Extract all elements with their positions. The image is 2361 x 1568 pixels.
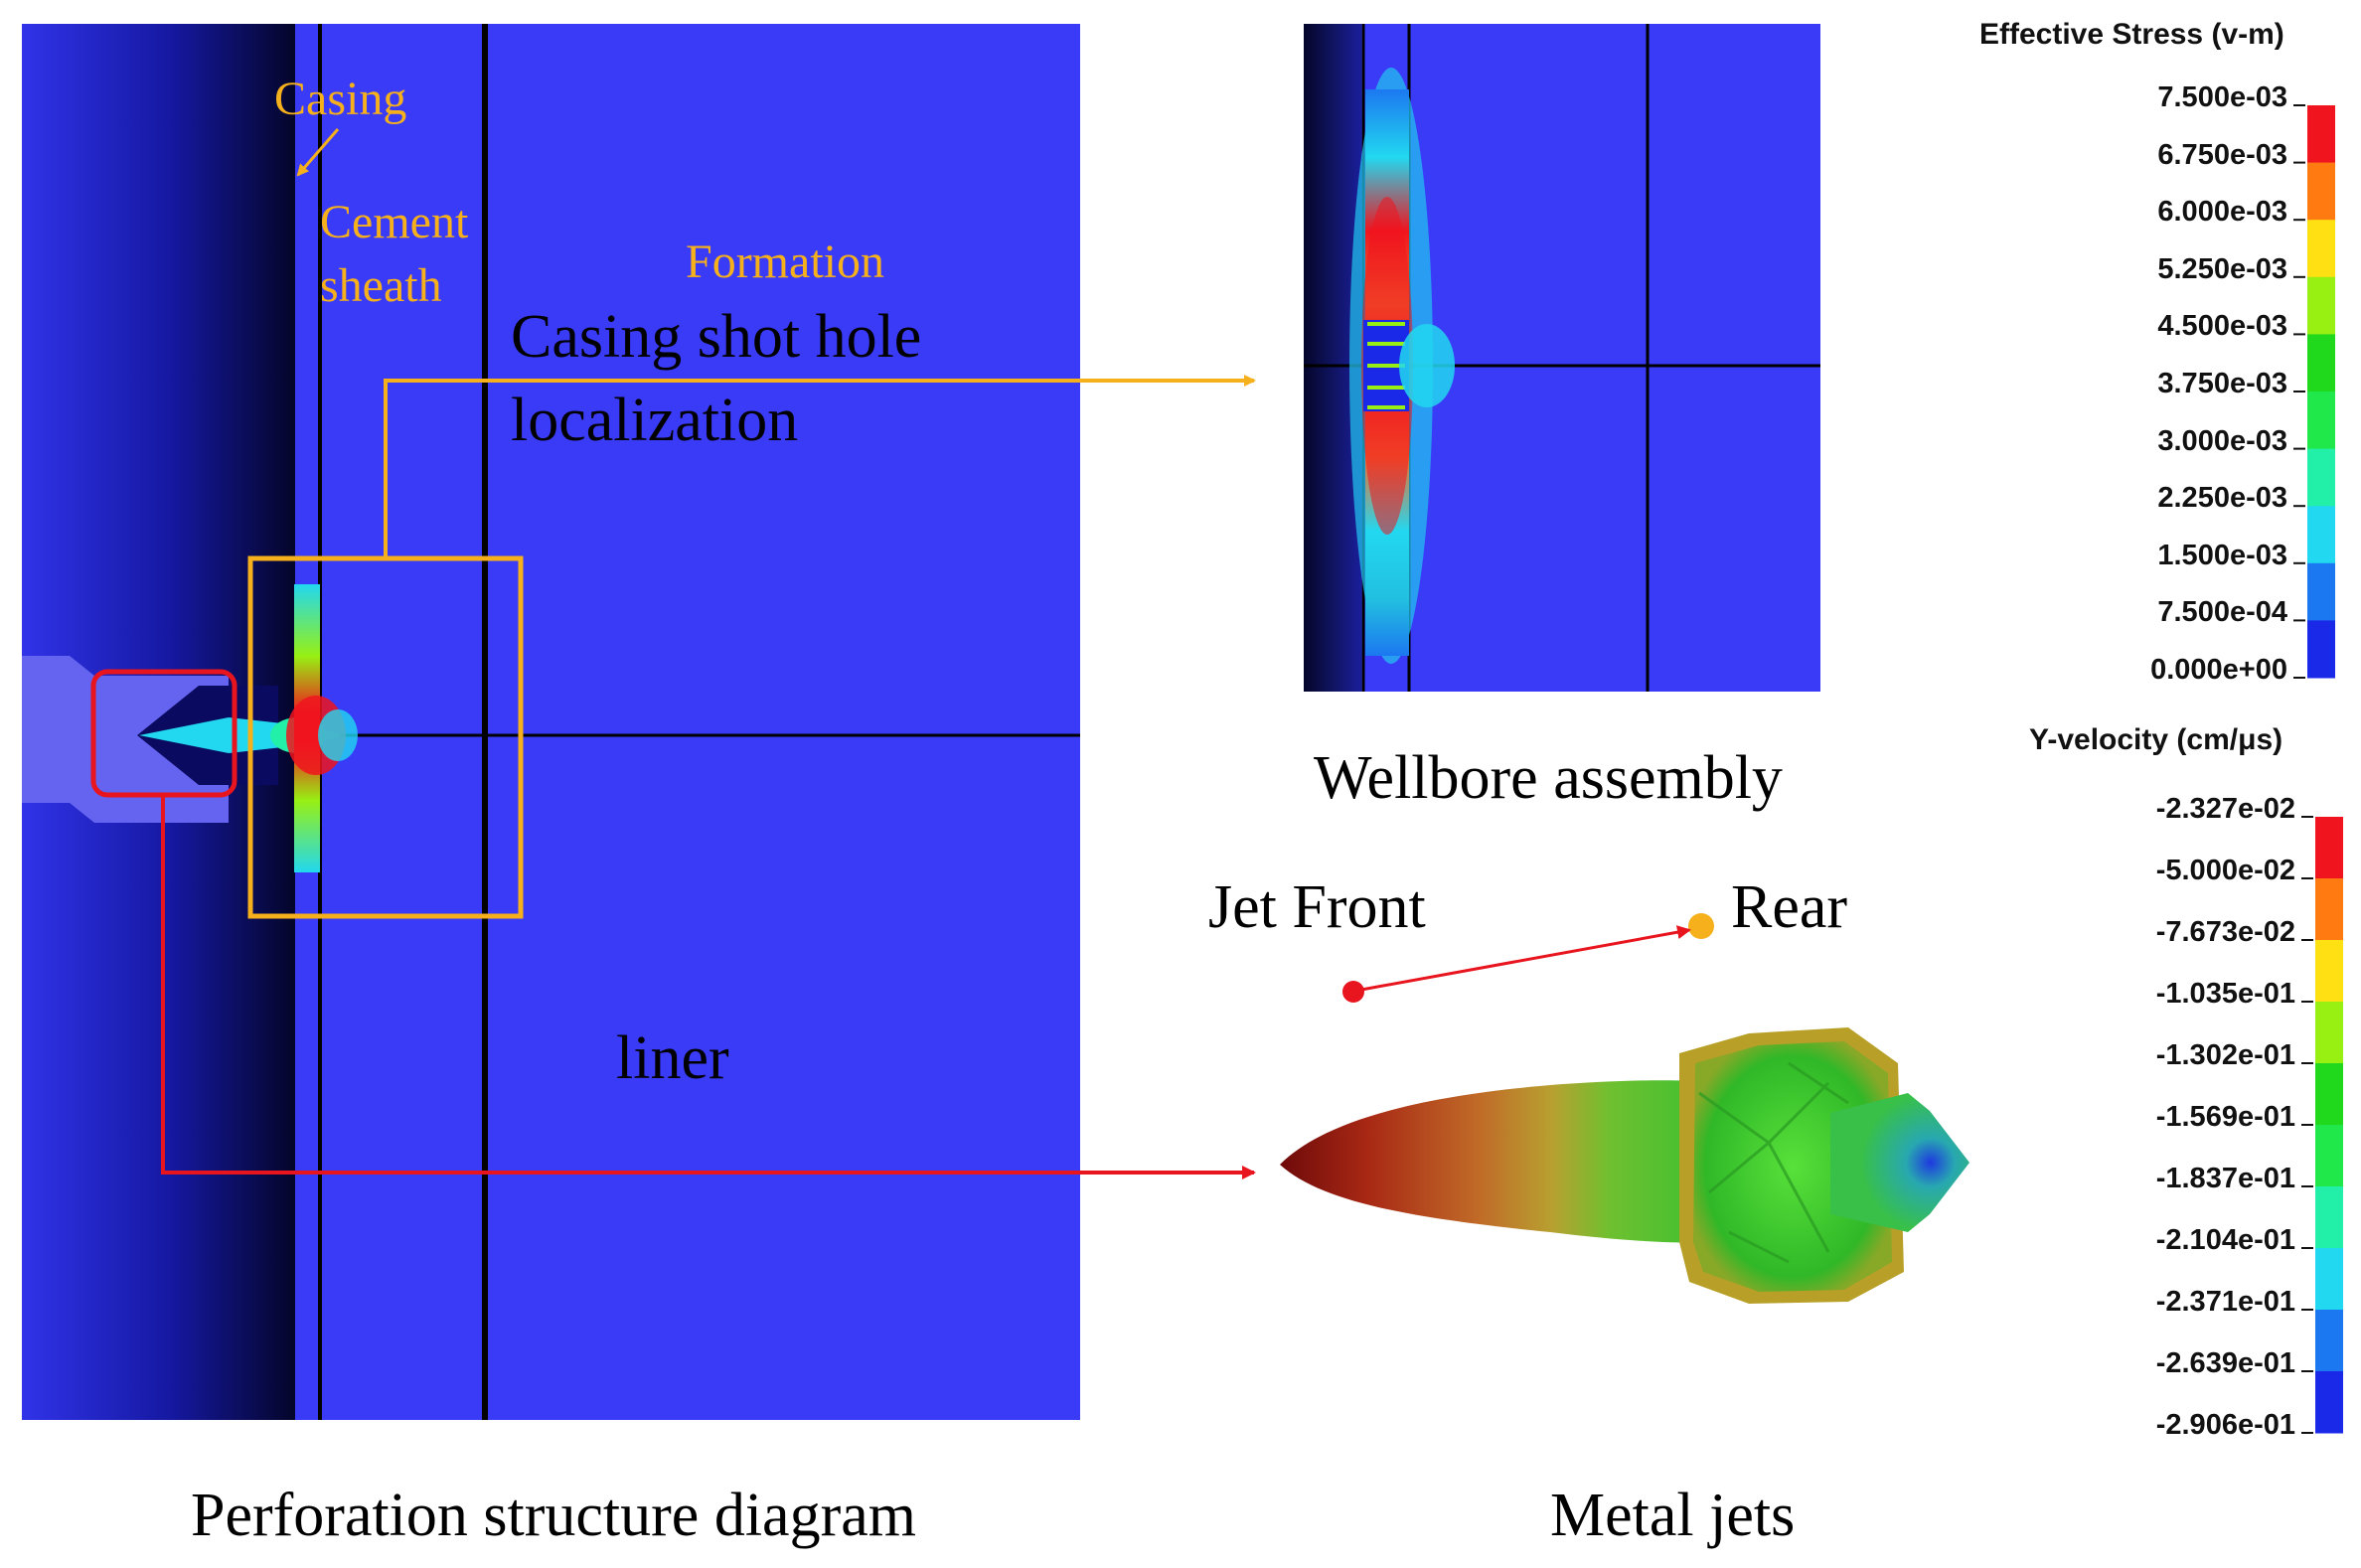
cement-sheath-label-line2: sheath <box>320 259 442 312</box>
stress-tick-label-5: 3.750e-03 <box>2157 368 2287 399</box>
casing-label-arrow <box>296 128 340 177</box>
velocity-swatch-7 <box>2315 1248 2343 1311</box>
stress-swatch-0 <box>2307 105 2335 164</box>
caption-perforation-structure: Perforation structure diagram <box>191 1482 916 1549</box>
zoom-cement-spot <box>1399 324 1455 407</box>
stress-colorbar <box>2293 104 2335 679</box>
caption-wellbore-assembly: Wellbore assembly <box>1314 744 1783 812</box>
cement-sheath-label-line1: Cement <box>320 196 469 248</box>
stress-tick-label-7: 2.250e-03 <box>2157 482 2287 515</box>
velocity-tick-label-2: -7.673e-02 <box>2155 916 2295 948</box>
charge-body <box>22 656 229 823</box>
stress-swatch-9 <box>2307 620 2335 679</box>
jet-tip <box>1830 1093 1969 1232</box>
casing-label: Casing <box>274 73 407 125</box>
velocity-tick-label-10: -2.906e-01 <box>2155 1409 2295 1441</box>
orange-connector-arrow <box>384 375 1256 558</box>
stress-tick-label-8: 1.500e-03 <box>2157 539 2287 571</box>
stress-tick-label-3: 5.250e-03 <box>2157 252 2287 285</box>
wellbore-assembly-model <box>1304 24 1820 692</box>
stress-tick-label-0: 7.500e-03 <box>2157 81 2287 113</box>
shot-hole-label-line2: localization <box>511 387 799 454</box>
stress-swatch-7 <box>2307 506 2335 564</box>
velocity-swatch-3 <box>2315 1002 2343 1064</box>
jet-body <box>1280 1080 1719 1243</box>
velocity-swatch-5 <box>2315 1125 2343 1187</box>
stress-tick-label-2: 6.000e-03 <box>2157 196 2287 229</box>
jet-head-mesh <box>1698 1061 1849 1264</box>
velocity-tick-label-1: -5.000e-02 <box>2155 855 2295 886</box>
stress-tick-label-10: 0.000e+00 <box>2150 654 2287 686</box>
velocity-swatch-4 <box>2315 1063 2343 1126</box>
stress-swatch-8 <box>2307 562 2335 621</box>
stress-swatch-1 <box>2307 162 2335 221</box>
velocity-tick-label-6: -1.837e-01 <box>2155 1163 2295 1194</box>
velocity-swatch-1 <box>2315 878 2343 941</box>
stress-tick-label-1: 6.750e-03 <box>2157 138 2287 171</box>
jet-head <box>1693 1041 1892 1292</box>
velocity-tick-label-7: -2.104e-01 <box>2155 1224 2295 1256</box>
formation-label: Formation <box>686 235 884 288</box>
velocity-swatch-0 <box>2315 817 2343 879</box>
velocity-tick-label-3: -1.035e-01 <box>2155 978 2295 1010</box>
zoom-hole-mesh <box>1367 322 1405 409</box>
velocity-tick-label-9: -2.639e-01 <box>2155 1347 2295 1379</box>
rear-dot <box>1688 913 1714 939</box>
velocity-swatch-2 <box>2315 940 2343 1003</box>
velocity-swatch-6 <box>2315 1186 2343 1249</box>
velocity-swatch-8 <box>2315 1310 2343 1372</box>
velocity-tick-label-0: -2.327e-02 <box>2155 793 2295 825</box>
cement-stress-spot <box>318 709 358 761</box>
stress-tick-label-9: 7.500e-04 <box>2157 596 2287 629</box>
stress-swatch-3 <box>2307 276 2335 335</box>
stress-legend-title: Effective Stress (v-m) <box>1979 18 2284 51</box>
perforation-model <box>22 24 1080 1420</box>
red-connector-arrow <box>161 795 1256 1179</box>
stress-tick-label-4: 4.500e-03 <box>2157 310 2287 343</box>
metal-jet-model <box>1280 913 1969 1304</box>
velocity-tick-label-4: -1.302e-01 <box>2155 1039 2295 1071</box>
stress-swatch-4 <box>2307 334 2335 392</box>
velocity-swatch-9 <box>2315 1371 2343 1434</box>
front-to-rear-arrow <box>1360 925 1691 992</box>
caption-metal-jets: Metal jets <box>1550 1482 1796 1549</box>
jet-front-dot <box>1342 981 1364 1003</box>
shot-hole-label-line1: Casing shot hole <box>511 303 922 371</box>
velocity-legend-title: Y-velocity (cm/μs) <box>2029 723 2283 756</box>
velocity-tick-label-8: -2.371e-01 <box>2155 1286 2295 1318</box>
velocity-colorbar <box>2301 816 2343 1434</box>
liner-label: liner <box>616 1024 729 1092</box>
jet-front-label: Jet Front <box>1208 873 1426 941</box>
stress-swatch-5 <box>2307 392 2335 450</box>
stress-tick-label-6: 3.000e-03 <box>2157 424 2287 457</box>
stress-swatch-6 <box>2307 448 2335 507</box>
rear-label: Rear <box>1731 873 1848 941</box>
stress-swatch-2 <box>2307 220 2335 278</box>
velocity-tick-label-5: -1.569e-01 <box>2155 1101 2295 1133</box>
